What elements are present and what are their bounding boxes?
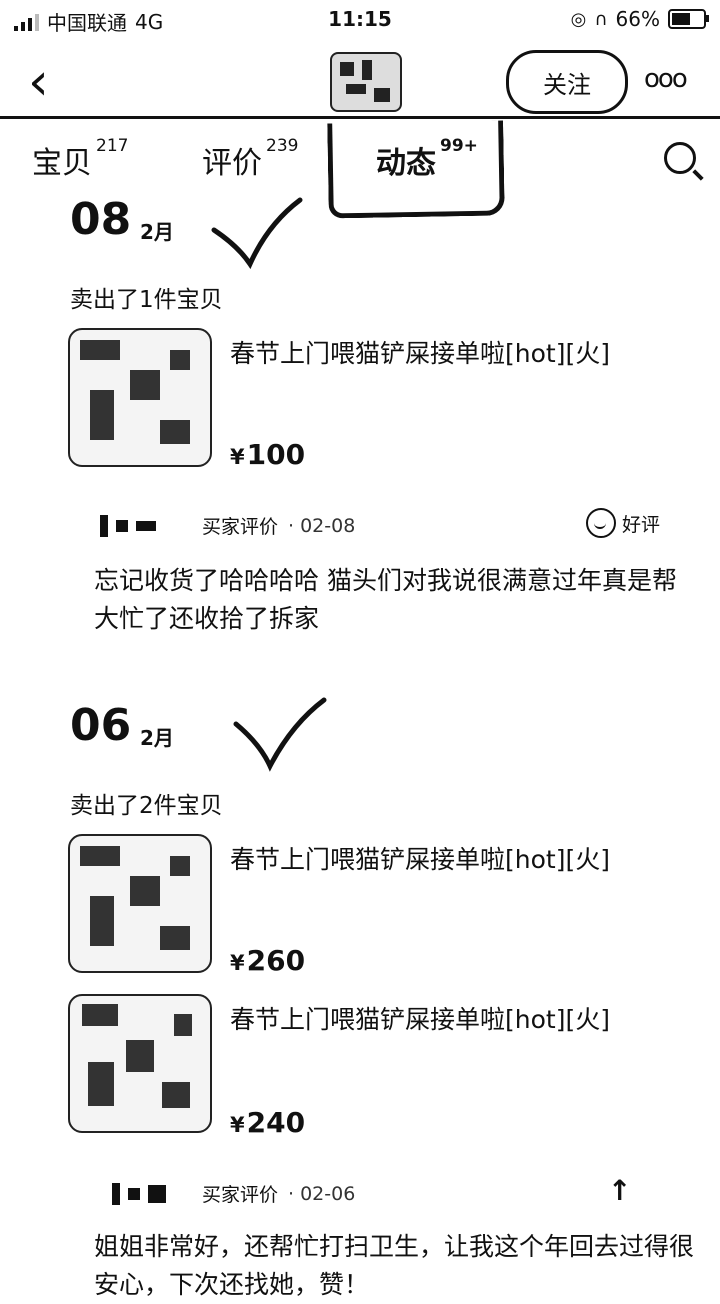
price-value: 100: [246, 438, 306, 471]
header-divider: [0, 116, 720, 119]
reviewer-name-redacted: [112, 1182, 192, 1205]
status-right: ◎ ∩ 66%: [570, 7, 709, 31]
status-bar: 中国联通 4G 11:15 ◎ ∩ 66%: [0, 0, 720, 38]
review-text: 忘记收货了哈哈哈哈 猫头们对我说很满意过年真是帮大忙了还收拾了拆家: [94, 566, 677, 633]
tab-count: 217: [96, 136, 129, 156]
tab-count: 239: [266, 136, 299, 156]
orientation-lock-icon: ◎: [570, 8, 587, 30]
feed-month: 2月: [140, 726, 174, 750]
review-date: · 02-08: [288, 514, 356, 537]
clock: 11:15: [328, 7, 392, 31]
sold-summary: 卖出了2件宝贝: [70, 793, 223, 819]
tab-count: 99+: [440, 136, 478, 156]
product-title[interactable]: 春节上门喂猫铲屎接单啦[hot][火]: [230, 1005, 610, 1034]
product-price: ¥260: [230, 944, 305, 977]
back-chevron-icon[interactable]: ‹: [28, 52, 49, 112]
battery-percent: 66%: [615, 7, 660, 31]
carrier-name: 中国联通: [47, 11, 127, 35]
product-price: ¥240: [230, 1106, 305, 1139]
product-price: ¥100: [230, 438, 305, 471]
headphones-icon: ∩: [594, 8, 608, 30]
feed-month: 2月: [140, 220, 174, 244]
sold-summary: 卖出了1件宝贝: [70, 287, 223, 313]
battery-fill: [672, 13, 690, 25]
signal-icon: [14, 13, 39, 31]
feed-day: 08: [70, 194, 132, 245]
product-thumbnail[interactable]: [68, 328, 212, 467]
battery-icon: [668, 9, 709, 29]
review-text: 姐姐非常好，还帮忙打扫卫生，让我这个年回去过得很安心，下次还找她，赞！: [94, 1232, 695, 1299]
rating-label: 好评: [622, 513, 661, 536]
smile-icon: [586, 508, 616, 538]
tab-label: 宝贝: [32, 146, 92, 181]
product-title[interactable]: 春节上门喂猫铲屎接单啦[hot][火]: [230, 339, 610, 368]
network-type: 4G: [135, 9, 164, 34]
product-title[interactable]: 春节上门喂猫铲屎接单啦[hot][火]: [230, 845, 610, 874]
review-label: 买家评价: [202, 516, 279, 538]
review-header: 买家评价 · 02-06: [112, 1180, 355, 1207]
product-thumbnail[interactable]: [68, 834, 212, 973]
checkmark-annotation-icon: [233, 697, 327, 772]
review-header: 买家评价 · 02-08: [100, 512, 355, 539]
review-rating: 好评: [586, 508, 660, 538]
reviewer-name-redacted: [100, 514, 192, 537]
currency-symbol: ¥: [230, 951, 245, 975]
review-label: 买家评价: [202, 1184, 279, 1206]
currency-symbol: ¥: [230, 445, 245, 469]
review-date: · 02-06: [288, 1182, 356, 1205]
product-thumbnail[interactable]: [68, 994, 212, 1133]
price-value: 260: [246, 944, 306, 977]
tab-highlight-annotation: [327, 120, 505, 219]
carrier-info: 中国联通 4G: [14, 7, 163, 36]
tab-label: 评价: [202, 146, 262, 181]
search-icon[interactable]: [664, 142, 696, 174]
currency-symbol: ¥: [230, 1113, 245, 1137]
tab-label: 动态: [376, 146, 436, 181]
feed-day: 06: [70, 700, 132, 751]
price-value: 240: [246, 1106, 306, 1139]
checkmark-annotation-icon: [211, 197, 303, 270]
more-options-icon[interactable]: ooo: [644, 64, 688, 94]
follow-button[interactable]: 关注: [506, 50, 628, 114]
avatar[interactable]: [330, 52, 402, 112]
scroll-to-top-icon[interactable]: ↑: [608, 1174, 632, 1207]
